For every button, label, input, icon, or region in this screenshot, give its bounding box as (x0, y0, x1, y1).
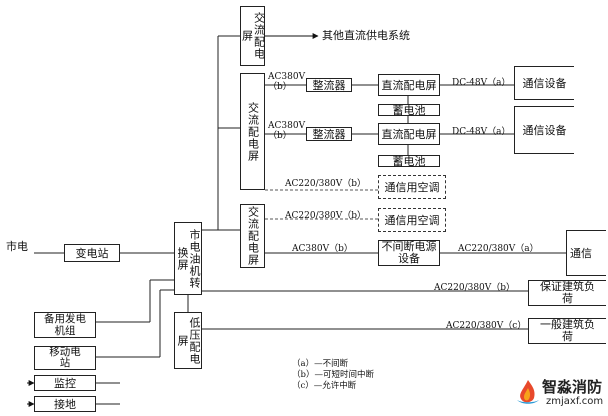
ac380-b-1-label: AC380V （b） (268, 72, 306, 92)
comm-ac-2: 通信用空调 (378, 208, 446, 232)
guarantee-load-label: 保证建筑负荷 (540, 280, 595, 305)
comm-3-label: 通信 (570, 246, 592, 260)
ac-panel-top-label: 交流配电屏 (240, 12, 266, 60)
comm-equip-1-label: 通信设备 (522, 76, 567, 90)
dc-screen-1-label: 直流配电屏 (381, 78, 437, 92)
battery-1-label: 蓄电池 (392, 103, 426, 117)
brand-logo-icon (517, 380, 539, 404)
battery-1: 蓄电池 (378, 103, 440, 117)
ac-panel-low-label: 交流配电屏 (246, 206, 260, 266)
rectifier-2-label: 整流器 (312, 127, 346, 141)
ups: 不间断电源设备 (378, 240, 440, 266)
ground-box: 接地 (34, 396, 96, 412)
mains-label: 市电 (6, 240, 28, 253)
ups-label: 不间断电源设备 (381, 240, 437, 265)
ac220-b-3-label: AC220/380V（b） (434, 283, 516, 293)
ats-panel: 市电油机转换屏 (174, 222, 202, 295)
legend-item-a: （a）—不间断 (292, 359, 349, 369)
other-dc-label: 其他直流供电系统 (322, 29, 410, 42)
ac380-b-3-label: AC380V（b） (292, 244, 353, 254)
dc48-a-1-label: DC-48V（a） (452, 78, 511, 88)
dc-screen-2: 直流配电屏 (378, 123, 440, 145)
ac-panel-low: 交流配电屏 (240, 204, 265, 268)
battery-2: 蓄电池 (378, 154, 440, 168)
battery-2-label: 蓄电池 (392, 154, 426, 168)
rectifier-2: 整流器 (306, 127, 352, 141)
dc-screen-1: 直流配电屏 (378, 74, 440, 96)
rectifier-1: 整流器 (306, 78, 352, 92)
rectifier-1-label: 整流器 (312, 78, 346, 92)
ats-panel-label: 市电油机转换屏 (176, 228, 201, 289)
general-load-label: 一般建筑负荷 (540, 318, 595, 343)
watermark: 智淼消防 zmjaxf.com (514, 372, 606, 414)
comm-ac-1-label: 通信用空调 (384, 180, 440, 194)
dc-screen-2-label: 直流配电屏 (381, 127, 437, 141)
ac380-b-2-label: AC380V （b） (268, 121, 306, 141)
ac220-b-1-label: AC220/380V（b） (285, 179, 367, 189)
comm-equip-1: 通信设备 (514, 66, 574, 100)
ac220-a-label: AC220/380V（a） (458, 244, 539, 254)
ac220-b-2-label: AC220/380V（b） (285, 211, 367, 221)
ac220-c-label: AC220/380V（c） (446, 321, 527, 331)
ac-panel-mid: 交流配电屏 (240, 73, 265, 190)
monitor-box: 监控 (34, 375, 96, 391)
substation-label: 变电站 (75, 246, 109, 260)
ac-panel-mid-label: 交流配电屏 (246, 101, 260, 162)
general-load: 一般建筑负荷 (528, 318, 606, 344)
comm-3: 通信 (566, 230, 606, 276)
backup-generator-label: 备用发电机组 (44, 313, 86, 337)
legend-item-b: （b）—可短时间中断 (292, 370, 374, 380)
watermark-url: zmjaxf.com (546, 396, 604, 407)
guarantee-load: 保证建筑负荷 (528, 280, 606, 306)
backup-generator: 备用发电机组 (34, 312, 96, 338)
comm-equip-2-label: 通信设备 (522, 123, 567, 137)
watermark-title: 智淼消防 (542, 378, 603, 396)
lv-panel: 低压配电屏 (174, 312, 202, 369)
lv-panel-label: 低压配电屏 (176, 316, 201, 365)
monitor-label: 监控 (54, 376, 76, 390)
comm-equip-2: 通信设备 (514, 106, 574, 154)
comm-ac-2-label: 通信用空调 (384, 213, 440, 227)
substation: 变电站 (64, 244, 120, 262)
legend-item-c: （c）—允许中断 (292, 381, 357, 391)
dc48-a-2-label: DC-48V（a） (452, 127, 511, 137)
ground-label: 接地 (54, 397, 76, 411)
mobile-station-label: 移动电站 (49, 346, 81, 369)
comm-ac-1: 通信用空调 (378, 175, 446, 199)
mobile-station: 移动电站 (34, 346, 96, 370)
ac-panel-top: 交流配电屏 (240, 6, 266, 66)
